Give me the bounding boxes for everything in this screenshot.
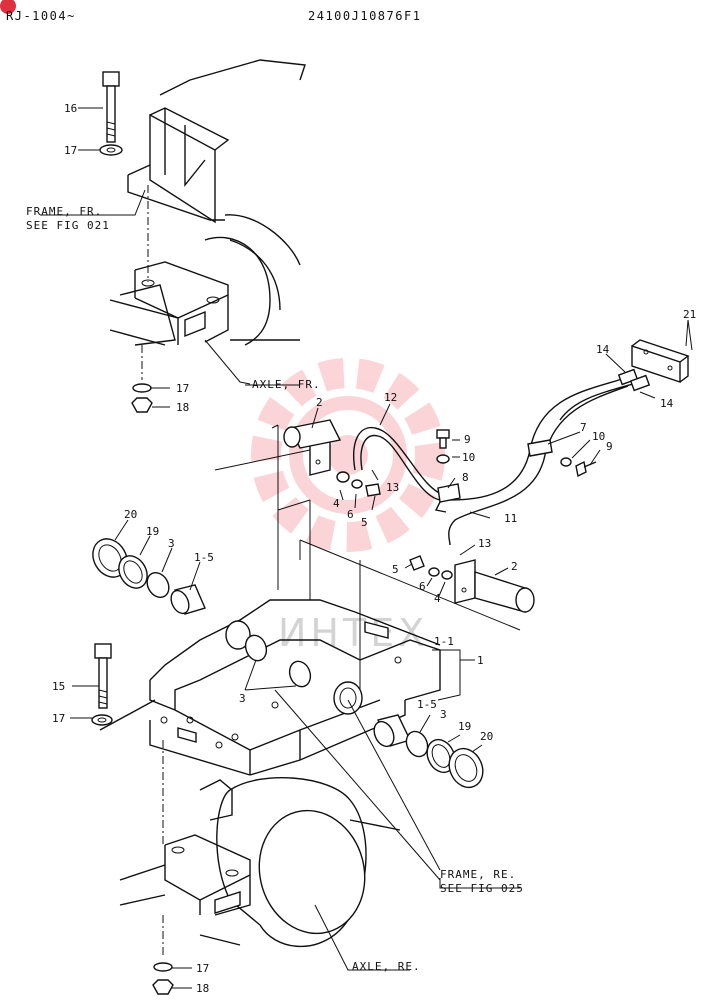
callout-10-upper: 10 [462,451,475,464]
ref-axle-re: AXLE, RE. [352,960,421,973]
callout-14-left: 14 [596,343,610,356]
callout-21: 21 [683,308,696,321]
callout-3-right: 3 [440,708,447,721]
ref-frame-re-line1: FRAME, RE. [440,868,516,881]
callout-2-lower: 2 [511,560,518,573]
callout-17-top: 17 [64,144,77,157]
callout-10-right: 10 [592,430,605,443]
washer-4-upper-icon [336,471,350,483]
callout-17-mid: 17 [52,712,65,725]
rear-axle-assembly [119,740,401,955]
callout-4-upper: 4 [333,497,340,510]
washer-6-lower-icon [428,567,440,577]
ref-frame-fr-line1: FRAME, FR. [26,205,102,218]
washer-17-bottom-icon [153,962,173,972]
callout-1: 1 [477,654,484,667]
nut-18-front-icon [131,397,153,413]
washer-4-lower-icon [441,570,453,580]
callout-4-lower: 4 [434,592,441,605]
ref-frame-re-line2: SEE FIG 025 [440,882,524,895]
ring-3-center-b-icon [288,660,312,688]
callout-18-front: 18 [176,401,189,414]
guide-lines [214,424,521,881]
brake-line-assembly [353,339,690,546]
callout-5-upper: 5 [361,516,368,529]
callout-1-1: 1-1 [434,635,454,648]
callout-3-center: 3 [239,692,246,705]
callout-1-5-right: 1-5 [417,698,437,711]
callout-13-upper: 13 [386,481,399,494]
callout-8: 8 [462,471,469,484]
ref-frame-fr-line2: SEE FIG 021 [26,219,110,232]
callout-1-5-left: 1-5 [194,551,214,564]
bolt-15-icon [94,643,112,709]
corner-badge-icon [0,0,16,14]
watermark-gear-icon [251,358,445,552]
callout-15: 15 [52,680,65,693]
bolt-9-upper-icon [436,429,450,449]
washer-6-upper-icon [351,479,363,489]
washer-17-mid-icon [91,714,113,726]
reference-labels: FRAME, FR. SEE FIG 021 AXLE, FR. FRAME, … [26,205,524,973]
bolt-5-upper-icon [365,483,381,497]
callout-13-lower: 13 [478,537,491,550]
callout-20-left: 20 [124,508,137,521]
callout-2-upper: 2 [316,396,323,409]
callout-5-lower: 5 [392,563,399,576]
bolt-16-icon [102,71,120,143]
callout-12: 12 [384,391,397,404]
washer-10-upper-icon [436,454,450,464]
bolt-5-lower-icon [409,555,425,571]
callout-3-left: 3 [168,537,175,550]
washer-17-top-icon [99,144,123,156]
nut-18-bottom-icon [152,979,174,995]
serial-range: RJ-1004~ [6,9,76,23]
callout-6-upper: 6 [347,508,354,521]
callout-14-right: 14 [660,397,674,410]
callout-20-right: 20 [480,730,493,743]
callout-16: 16 [64,102,77,115]
callout-17-front: 17 [176,382,189,395]
ring-19-left-icon [118,555,148,589]
callout-11: 11 [504,512,517,525]
callout-9-upper: 9 [464,433,471,446]
ring-19-right-icon [426,738,456,774]
rear-frame-assembly [99,599,441,776]
ring-3-right-icon [405,730,429,758]
callout-19-left: 19 [146,525,159,538]
leader-lines [40,107,693,989]
ring-3-center-a-icon [244,634,268,662]
wheel-cylinder-2-lower-icon [454,559,535,613]
seal-20-right-icon [448,747,484,789]
callout-7: 7 [580,421,587,434]
bushing-1-5-right-icon [373,714,411,748]
bolt-9-right-icon [575,460,597,478]
callouts: 16 17 17 18 2 12 9 10 8 4 6 13 5 14 14 2… [52,102,696,995]
callout-9-right: 9 [606,440,613,453]
ring-3-left-icon [146,571,170,599]
washer-17-front-icon [132,383,152,393]
callout-17-bottom: 17 [196,962,209,975]
watermark-text: ИНТЕХ [278,611,428,655]
part-code: 24100J10876F1 [308,9,421,23]
front-frame-assembly [109,59,306,380]
callout-6-lower: 6 [419,580,426,593]
ref-axle-fr: AXLE, FR. [252,378,321,391]
callout-19-right: 19 [458,720,471,733]
callout-18-bottom: 18 [196,982,209,995]
bushing-1-5-left-icon [170,584,206,615]
washer-10-right-icon [560,457,572,467]
wheel-cylinder-2-upper-icon [283,419,342,476]
